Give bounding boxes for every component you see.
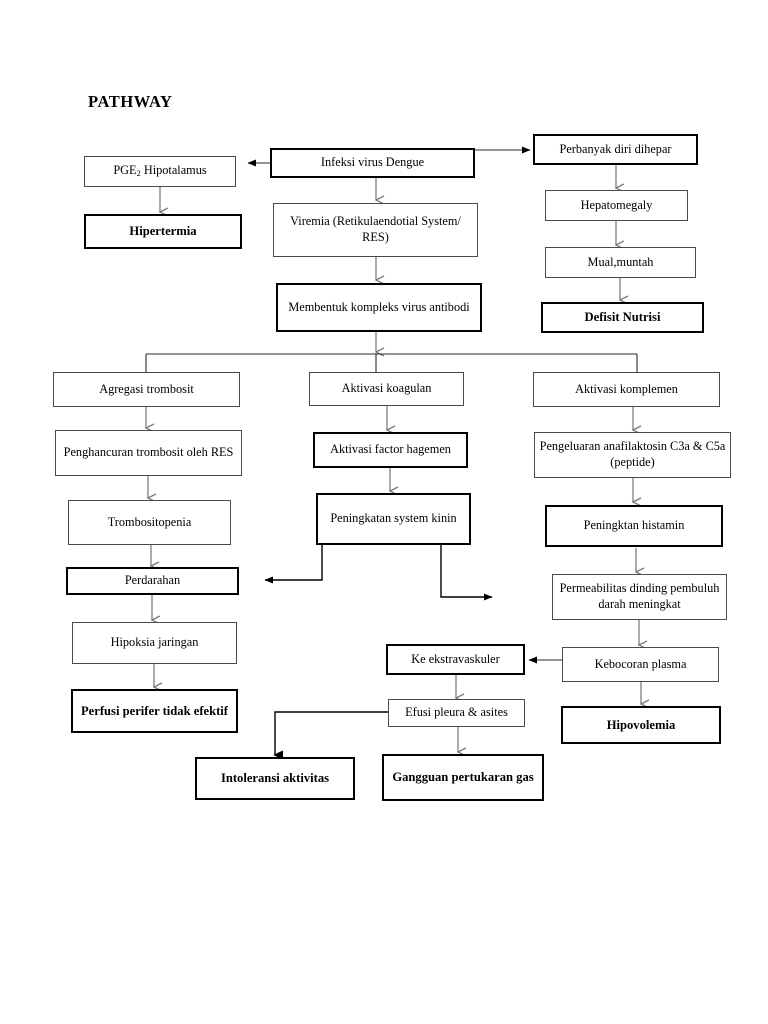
node-peningktan-histamin: Peningktan histamin: [545, 505, 723, 547]
node-label-aktivasi-factor-hagemen: Aktivasi factor hagemen: [330, 442, 451, 457]
node-pengeluaran-anafilaktosin: Pengeluaran anafilaktosin C3a & C5a (pep…: [534, 432, 731, 478]
page-title: PATHWAY: [88, 92, 173, 111]
node-label-aktivasi-komplemen: Aktivasi komplemen: [575, 381, 678, 396]
node-label-penghancuran-trombosit: Penghancuran trombosit oleh RES: [63, 445, 234, 460]
node-label-hipoksia-jaringan: Hipoksia jaringan: [110, 635, 199, 650]
node-gangguan-pertukaran-gas: Gangguan pertukaran gas: [382, 754, 544, 801]
node-permeabilitas-dinding: Permeabilitas dinding pembuluh darah men…: [552, 574, 727, 620]
node-label-viremia: Viremia (Retikulaendotial System/ RES): [290, 214, 461, 244]
node-label-defisit-nutrisi: Defisit Nutrisi: [584, 310, 661, 325]
node-aktivasi-factor-hagemen: Aktivasi factor hagemen: [313, 432, 468, 468]
node-label-trombositopenia: Trombositopenia: [107, 514, 192, 529]
node-hipertermia: Hipertermia: [84, 214, 242, 249]
node-perfusi-perifer: Perfusi perifer tidak efektif: [71, 689, 238, 733]
node-membentuk-kompleks: Membentuk kompleks virus antibodi: [276, 283, 482, 332]
node-ke-ekstravaskuler: Ke ekstravaskuler: [386, 644, 525, 675]
node-aktivasi-komplemen: Aktivasi komplemen: [533, 372, 720, 407]
node-label-pengeluaran-anafilaktosin: Pengeluaran anafilaktosin C3a & C5a (pep…: [539, 439, 726, 469]
node-kebocoran-plasma: Kebocoran plasma: [562, 647, 719, 682]
node-label-mual-muntah: Mual,muntah: [587, 254, 654, 269]
node-efusi-pleura: Efusi pleura & asites: [388, 699, 525, 727]
node-hipoksia-jaringan: Hipoksia jaringan: [72, 622, 237, 664]
edge-efusi-to-intoleransi: [275, 711, 390, 755]
node-label-hipertermia: Hipertermia: [129, 224, 197, 239]
node-label-membentuk-kompleks: Membentuk kompleks virus antibodi: [288, 299, 470, 314]
node-trombositopenia: Trombositopenia: [68, 500, 231, 545]
node-label-perdarahan: Perdarahan: [124, 573, 181, 588]
node-label-agregasi-trombosit: Agregasi trombosit: [99, 381, 194, 396]
node-infeksi-virus-dengue: Infeksi virus Dengue: [270, 148, 475, 178]
node-aktivasi-koagulan: Aktivasi koagulan: [309, 372, 464, 406]
node-agregasi-trombosit: Agregasi trombosit: [53, 372, 240, 407]
node-viremia: Viremia (Retikulaendotial System/ RES): [273, 203, 478, 257]
node-intoleransi-aktivitas: Intoleransi aktivitas: [195, 757, 355, 800]
node-label-perfusi-perifer: Perfusi perifer tidak efektif: [80, 703, 228, 718]
node-pge2-hipotalamus: PGE2 Hipotalamus: [84, 156, 236, 187]
node-label-infeksi-virus-dengue: Infeksi virus Dengue: [320, 155, 425, 170]
node-label-perbanyak-diri: Perbanyak diri dihepar: [559, 141, 672, 156]
node-hipovolemia: Hipovolemia: [561, 706, 721, 744]
edge-kinin-to-ekstravaskuler: [440, 545, 493, 601]
node-mual-muntah: Mual,muntah: [545, 247, 696, 278]
node-perbanyak-diri: Perbanyak diri dihepar: [533, 134, 698, 165]
node-label-peningkatan-system-kinin: Peningkatan system kinin: [330, 511, 457, 526]
node-perdarahan: Perdarahan: [66, 567, 239, 595]
node-penghancuran-trombosit: Penghancuran trombosit oleh RES: [55, 430, 242, 476]
node-defisit-nutrisi: Defisit Nutrisi: [541, 302, 704, 333]
node-peningkatan-system-kinin: Peningkatan system kinin: [316, 493, 471, 545]
node-label-gangguan-pertukaran-gas: Gangguan pertukaran gas: [392, 770, 534, 785]
node-label-ke-ekstravaskuler: Ke ekstravaskuler: [411, 651, 500, 666]
node-label-pge2-hipotalamus: PGE2 Hipotalamus: [113, 163, 207, 179]
node-label-kebocoran-plasma: Kebocoran plasma: [594, 656, 687, 671]
edge-kinin-to-perdarahan: [264, 545, 323, 584]
node-label-permeabilitas-dinding: Permeabilitas dinding pembuluh darah men…: [559, 581, 720, 611]
node-label-hepatomegaly: Hepatomegaly: [580, 197, 653, 212]
node-label-efusi-pleura: Efusi pleura & asites: [405, 705, 508, 720]
node-hepatomegaly: Hepatomegaly: [545, 190, 688, 221]
node-label-aktivasi-koagulan: Aktivasi koagulan: [341, 381, 432, 396]
node-label-hipovolemia: Hipovolemia: [606, 717, 676, 732]
node-label-intoleransi-aktivitas: Intoleransi aktivitas: [220, 771, 330, 786]
node-label-peningktan-histamin: Peningktan histamin: [583, 518, 685, 533]
